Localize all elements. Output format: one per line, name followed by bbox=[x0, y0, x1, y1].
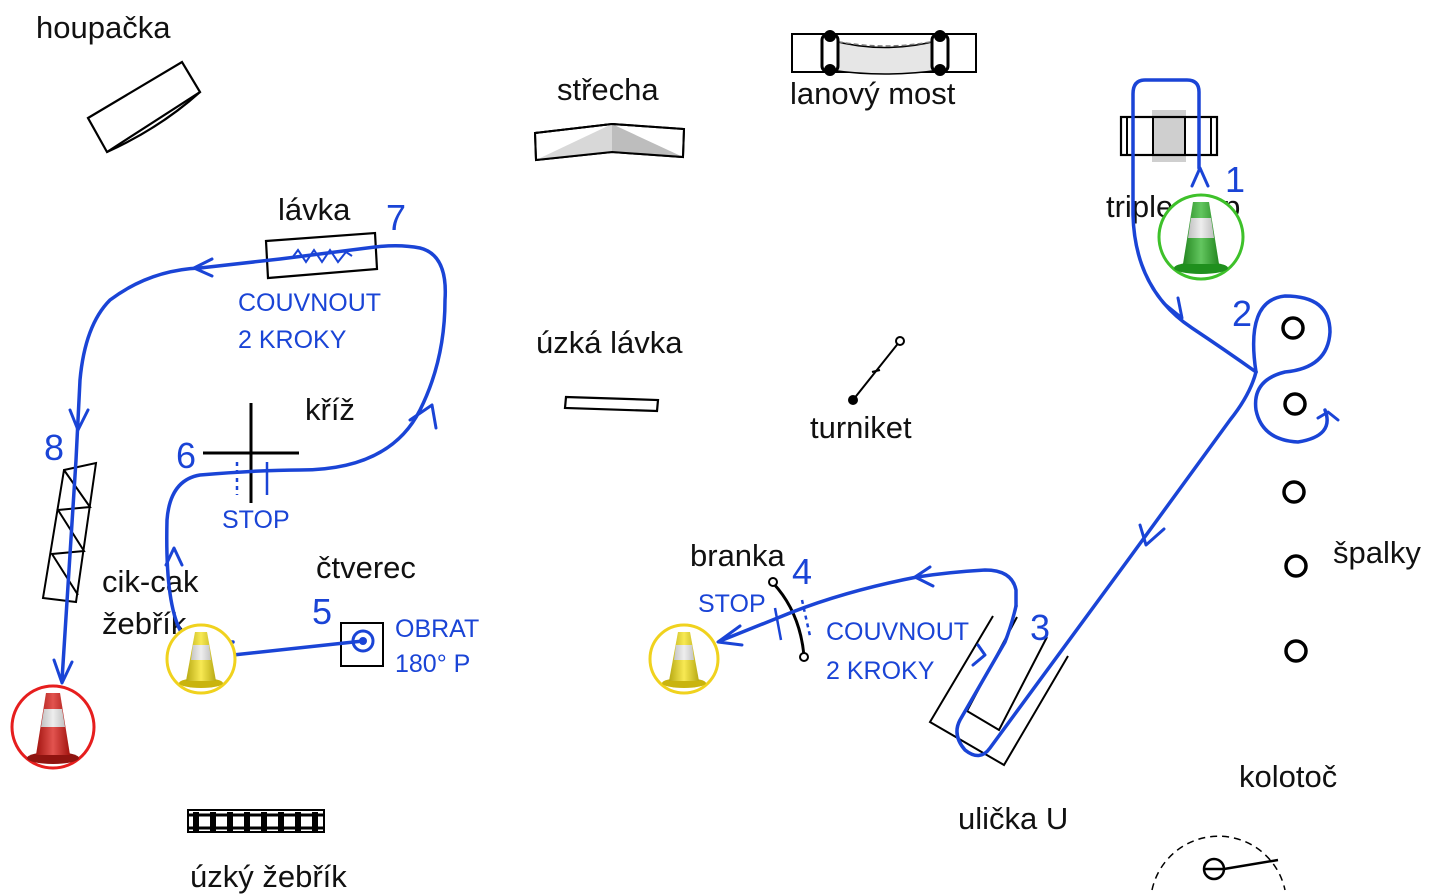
green-traffic-cone-icon bbox=[1157, 193, 1245, 281]
course-route bbox=[60, 78, 1332, 758]
kolotoc-label: kolotoč bbox=[1239, 759, 1337, 794]
uzka-lavka-label: úzká lávka bbox=[536, 325, 683, 360]
uzky-zebrik-label: úzký žebřík bbox=[190, 859, 347, 894]
red-traffic-cone-icon bbox=[10, 684, 96, 770]
spalky-label: špalky bbox=[1333, 535, 1421, 570]
turniket-obstacle bbox=[848, 336, 905, 405]
spalky-obstacle bbox=[1281, 316, 1308, 663]
instruction-couvnout-top-line2: 2 KROKY bbox=[238, 326, 347, 354]
yellow-traffic-cone-icon bbox=[648, 623, 720, 695]
cik-cak-label-line1: cik-cak bbox=[102, 564, 199, 599]
step-number-3: 3 bbox=[1030, 607, 1050, 648]
houpacka-label: houpačka bbox=[36, 10, 171, 45]
lanovy-most-label: lanový most bbox=[790, 76, 956, 111]
strecha-label: střecha bbox=[557, 72, 659, 107]
ulicka-u-label: ulička U bbox=[958, 801, 1068, 836]
stop-mark-kriz bbox=[235, 462, 269, 495]
branka-label: branka bbox=[690, 538, 786, 573]
uzka-lavka-obstacle bbox=[563, 395, 660, 413]
instruction-couvnout-branka-line2: 2 KROKY bbox=[826, 657, 935, 685]
ctverec-label: čtverec bbox=[316, 550, 416, 585]
route-ulicka-return bbox=[915, 568, 1018, 608]
route-arrows bbox=[52, 166, 1340, 685]
uzky-zebrik-obstacle bbox=[187, 809, 325, 833]
route-segment-8 bbox=[60, 266, 202, 682]
branka-obstacle bbox=[768, 577, 809, 662]
instruction-obrat-line1: OBRAT bbox=[395, 615, 479, 643]
yellow-traffic-cone-icon bbox=[165, 623, 237, 695]
step-number-6: 6 bbox=[176, 435, 196, 476]
instruction-stop-branka: STOP bbox=[698, 590, 766, 618]
instruction-couvnout-top-line1: COUVNOUT bbox=[238, 289, 381, 317]
step-number-2: 2 bbox=[1232, 293, 1252, 334]
route-segment-1-2 bbox=[1131, 78, 1258, 374]
step-number-1: 1 bbox=[1225, 159, 1245, 200]
lavka-zigzag bbox=[291, 248, 353, 264]
lanovy-most-obstacle bbox=[791, 30, 977, 76]
kriz-label: kříž bbox=[305, 392, 355, 427]
step-number-7: 7 bbox=[386, 197, 406, 238]
stop-mark-branka bbox=[773, 599, 812, 641]
houpacka-obstacle bbox=[86, 60, 202, 154]
route-segment-4 bbox=[718, 575, 919, 643]
step-number-5: 5 bbox=[312, 591, 332, 632]
kolotoc-obstacle bbox=[1151, 835, 1286, 891]
turniket-label: turniket bbox=[810, 410, 912, 445]
instruction-couvnout-branka-line1: COUVNOUT bbox=[826, 618, 969, 646]
instruction-stop-kriz: STOP bbox=[222, 506, 290, 534]
lavka-label: lávka bbox=[278, 192, 351, 227]
instruction-obrat-line2: 180° P bbox=[395, 650, 470, 678]
route-segment-6-7 bbox=[165, 243, 448, 645]
turn-marker-ctverec bbox=[351, 629, 375, 653]
kriz-obstacle bbox=[203, 403, 299, 503]
step-number-4: 4 bbox=[792, 551, 812, 592]
step-number-8: 8 bbox=[44, 427, 64, 468]
route-loop-block-1 bbox=[1251, 294, 1332, 444]
strecha-obstacle bbox=[533, 122, 686, 162]
route-segment-2-3 bbox=[955, 370, 1258, 758]
route-segment-5 bbox=[231, 639, 365, 657]
triple-step-obstacle bbox=[1119, 110, 1219, 162]
